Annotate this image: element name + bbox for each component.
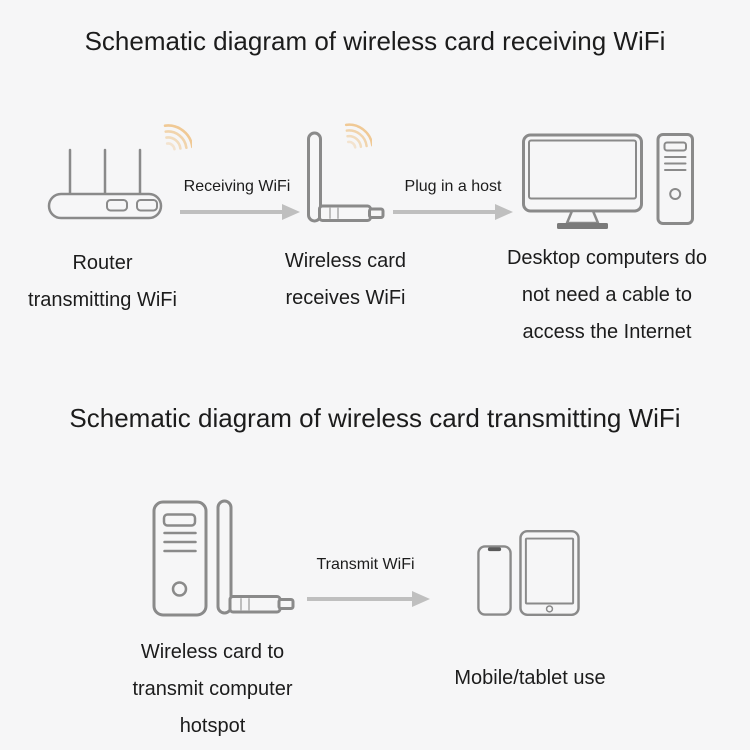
caption-line: Wireless card to: [140, 641, 285, 663]
caption-line: hotspot: [179, 715, 246, 737]
transmitting-section-title: Schematic diagram of wireless card trans…: [69, 403, 681, 433]
arrow-right-icon: [180, 204, 300, 220]
arrow-right-icon: [393, 204, 513, 220]
arrow-head: [412, 591, 430, 607]
desktop-caption: Desktop computers do not need a cable to…: [492, 240, 722, 351]
wifi-signal-icon: [326, 106, 372, 152]
caption-line: access the Internet: [522, 321, 692, 343]
caption-line: receives WiFi: [285, 287, 406, 309]
arrow-shaft: [180, 210, 285, 214]
phone-icon: [477, 544, 512, 617]
wireless-card-icon: [305, 131, 387, 223]
router-icon: [47, 146, 163, 220]
caption-line: Router: [72, 252, 133, 274]
caption-line: Desktop computers do: [506, 247, 708, 269]
receiving-section-title: Schematic diagram of wireless card recei…: [84, 26, 666, 56]
phone-and-tablet-group: [477, 528, 589, 617]
arrow-head: [282, 204, 300, 220]
caption-line: Mobile/tablet use: [454, 667, 606, 689]
caption-line: transmitting WiFi: [28, 289, 177, 311]
wireless-card-icon: [214, 499, 296, 616]
wifi-signal-icon: [144, 106, 192, 154]
transmit-wifi-arrow-label: Transmit WiFi: [316, 556, 415, 573]
hotspot-caption: Wireless card to transmit computer hotsp…: [85, 634, 340, 745]
mobile-caption: Mobile/tablet use: [430, 660, 630, 697]
arrow-shaft: [393, 210, 498, 214]
tablet-icon: [519, 529, 580, 617]
arrow-shaft: [307, 597, 415, 601]
plug-in-host-arrow-label: Plug in a host: [404, 178, 502, 195]
pc-tower-icon: [152, 500, 208, 617]
arrow-head: [495, 204, 513, 220]
desktop-computer-icon: [522, 133, 694, 230]
caption-line: Wireless card: [284, 250, 407, 272]
router-caption: Router transmitting WiFi: [0, 245, 205, 319]
arrow-right-icon: [307, 591, 430, 607]
caption-line: transmit computer: [132, 678, 293, 700]
caption-line: not need a cable to: [521, 284, 693, 306]
receiving-wifi-arrow-label: Receiving WiFi: [183, 178, 291, 195]
wireless-card-caption: Wireless card receives WiFi: [243, 243, 448, 317]
